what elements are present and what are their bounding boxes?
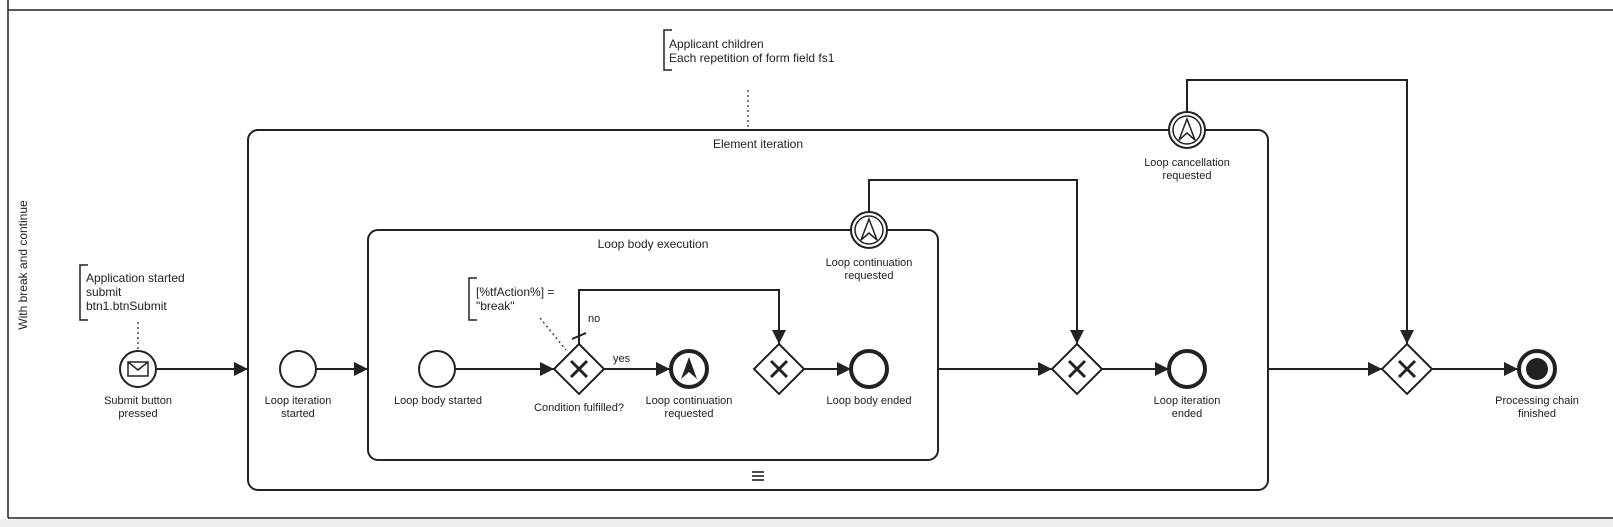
envelope-icon [127,361,149,377]
submit-event-label-1: Submit button [104,395,172,407]
submit-event-label-2: pressed [118,408,157,420]
processing-chain-label-1: Processing chain [1495,395,1579,407]
loop-iteration-ended-label-2: ended [1172,408,1203,420]
lane-label: With break and continue [16,200,30,330]
loop-continuation-boundary-label-1: Loop continuation [826,257,913,269]
x-gateway-icon [769,359,789,379]
annotation-top-line-1: Applicant children [669,37,764,51]
submit-start-event[interactable] [119,350,157,388]
annotation-top-line-2: Each repetition of form field fs1 [669,51,835,65]
x-gateway-icon [569,359,589,379]
loop-iteration-started-label-2: started [281,408,315,420]
escalation-arrow-icon [681,357,697,379]
annotation-top: Applicant children Each repetition of fo… [663,29,835,128]
flow-label-no: no [588,313,600,325]
escalation-arrow-icon [860,216,878,241]
loop-cancellation-boundary-event[interactable] [1168,111,1206,149]
annotation-condition-line-2: "break" [476,299,515,313]
x-gateway-icon [1397,359,1417,379]
loop-iteration-start-event[interactable] [279,350,317,388]
merge-gateway-inner[interactable] [752,342,806,396]
processing-chain-end-event[interactable] [1517,349,1557,389]
loop-iteration-ended-label-1: Loop iteration [1154,395,1221,407]
merge-gateway-outer[interactable] [1050,342,1104,396]
loop-cancellation-label-1: Loop cancellation [1144,157,1230,169]
loop-body-started-label: Loop body started [394,395,482,407]
loop-cancellation-label-2: requested [1163,170,1212,182]
merge-gateway-final[interactable] [1380,342,1434,396]
parallel-multi-instance-icon [752,471,764,481]
loop-iteration-end-event[interactable] [1167,349,1207,389]
escalation-arrow-icon [1178,116,1196,141]
flow-label-yes: yes [613,353,631,365]
loop-continuation-end-label-1: Loop continuation [646,395,733,407]
loop-continuation-end-label-2: requested [665,408,714,420]
loop-body-start-event[interactable] [418,350,456,388]
loop-body-execution-label: Loop body execution [598,237,709,251]
loop-body-end-event[interactable] [849,349,889,389]
loop-iteration-started-label-1: Loop iteration [265,395,332,407]
annotation-start: Application started submit btn1.btnSubmi… [79,264,185,352]
condition-gateway[interactable] [552,342,606,396]
loop-continuation-boundary-event[interactable] [850,211,888,249]
loop-body-execution-subprocess[interactable] [367,229,939,461]
annotation-condition-line-1: [%tfAction%] = [476,285,554,299]
x-gateway-icon [1067,359,1087,379]
loop-continuation-end-event[interactable] [669,349,709,389]
element-iteration-label: Element iteration [713,137,803,151]
condition-gateway-label: Condition fulfilled? [534,402,624,414]
annotation-condition: [%tfAction%] = "break" [468,277,567,351]
annotation-start-line-3: btn1.btnSubmit [86,299,167,313]
annotation-start-line-2: submit [86,285,122,299]
annotation-start-line-1: Application started [86,271,185,285]
sequence-flows [157,79,1518,376]
loop-continuation-boundary-label-2: requested [845,270,894,282]
loop-body-ended-label: Loop body ended [826,395,911,407]
processing-chain-label-2: finished [1518,408,1556,420]
